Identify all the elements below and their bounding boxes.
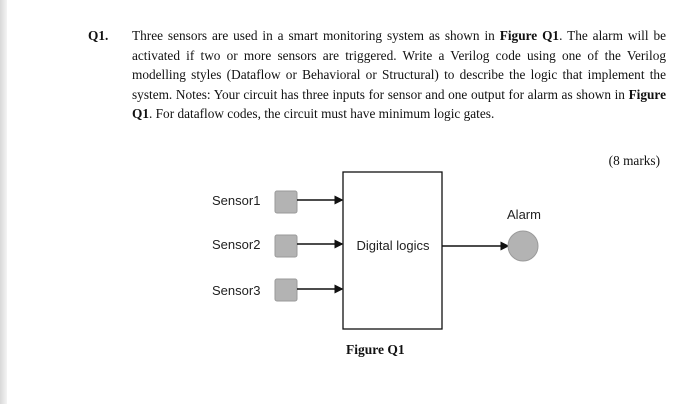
sensor1-label: Sensor1: [212, 193, 261, 208]
question-q1: Q1. Three sensors are used in a smart mo…: [88, 26, 666, 124]
sensor2-label: Sensor2: [212, 237, 261, 252]
marks-label: (8 marks): [608, 153, 660, 168]
figure-q1-diagram: Sensor1 Sensor2 Sensor3 Digital logics A…: [200, 160, 560, 360]
sensor3-square: [274, 278, 298, 302]
sensor2-square: [274, 234, 298, 258]
digital-logics-label: Digital logics: [357, 238, 430, 253]
figure-reference-2: Figure Q1: [132, 86, 666, 122]
question-number: Q1.: [88, 28, 109, 43]
question-text-part-1: Three sensors are used in a smart monito…: [132, 28, 500, 43]
sensor1-square: [274, 190, 298, 214]
digital-logics-block: [342, 171, 443, 330]
page-edge: [0, 0, 7, 404]
figure-caption: Figure Q1: [346, 342, 405, 357]
question-text-part-3: . For dataflow codes, the circuit must h…: [149, 106, 495, 122]
question-text-part-2: . The alarm will be activated if two or …: [132, 28, 667, 102]
sensor3-label: Sensor3: [212, 283, 261, 298]
question-text: Three sensors are used in a smart monito…: [132, 26, 666, 124]
alarm-label: Alarm: [507, 207, 541, 222]
figure-reference-1: Figure Q1: [499, 28, 560, 43]
diagram-svg: Digital logics Alarm: [274, 171, 541, 330]
alarm-indicator: [507, 230, 539, 262]
